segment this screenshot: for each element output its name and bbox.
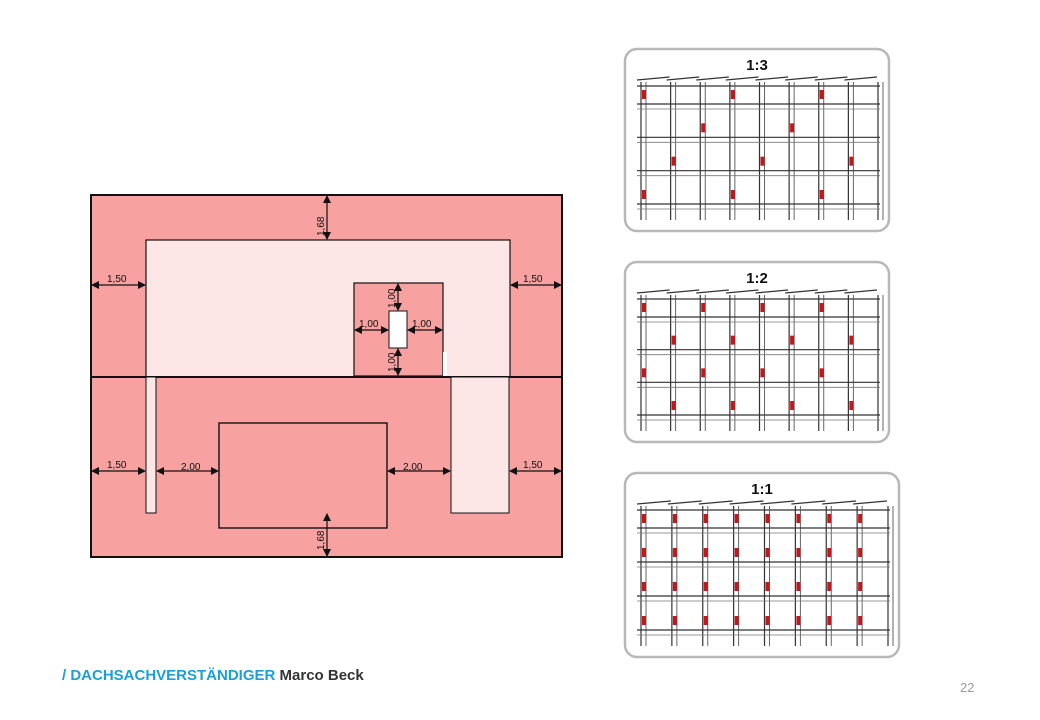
fastener-panel-1-2: 1:2 — [623, 260, 891, 444]
fastener-mark — [765, 616, 770, 625]
fastener-mark — [796, 582, 801, 591]
fastener-mark — [642, 90, 646, 99]
fastener-panel-1-3: 1:3 — [623, 47, 891, 233]
fastener-mark — [849, 401, 854, 410]
fastener-mark — [730, 90, 735, 99]
fastener-mark — [858, 616, 863, 625]
fastener-mark — [765, 514, 770, 523]
fastener-mark — [703, 616, 708, 625]
fastener-mark — [819, 303, 824, 312]
fastener-mark — [819, 190, 824, 199]
fastener-mark — [642, 582, 646, 591]
ratio-label: 1:2 — [746, 270, 768, 287]
fastener-mark — [642, 514, 646, 523]
fastener-mark — [672, 582, 677, 591]
lower-center-zone — [218, 422, 388, 529]
fastener-mark — [849, 335, 854, 345]
footer-author: Marco Beck — [279, 667, 364, 684]
fastener-mark — [703, 514, 708, 523]
fastener-mark — [730, 401, 735, 410]
fastener-mark — [827, 616, 832, 625]
dim-opening-left: 1,00 — [359, 319, 379, 330]
dim-top: 1,68 — [316, 216, 327, 236]
fastener-mark — [701, 303, 706, 312]
roof-opening — [388, 310, 408, 349]
dim-lower-left-gap: 2,00 — [181, 462, 201, 473]
fastener-mark — [734, 514, 739, 523]
dim-left-lower: 1,50 — [107, 460, 127, 471]
fastener-mark — [819, 368, 824, 378]
fastener-mark — [760, 303, 765, 312]
fastener-mark — [819, 90, 824, 99]
footer-brand: / DACHSACHVERSTÄNDIGER — [62, 667, 276, 684]
upper-inner-zone — [145, 239, 511, 378]
dim-opening-bottom: 1,00 — [387, 352, 398, 372]
dim-opening-right: 1,00 — [412, 319, 432, 330]
fastener-mark — [765, 582, 770, 591]
fastener-mark — [642, 303, 646, 312]
fastener-mark — [827, 548, 832, 557]
fastener-mark — [671, 401, 676, 410]
fastener-mark — [796, 514, 801, 523]
fastener-mark — [734, 548, 739, 557]
fastener-mark — [734, 616, 739, 625]
fastener-mark — [730, 335, 735, 345]
fastener-mark — [858, 548, 863, 557]
fastener-mark — [849, 156, 854, 166]
fastener-mark — [734, 582, 739, 591]
fastener-mark — [642, 616, 646, 625]
fastener-mark — [790, 335, 795, 345]
fastener-mark — [827, 514, 832, 523]
fastener-mark — [672, 616, 677, 625]
footer-credit: / DACHSACHVERSTÄNDIGER Marco Beck — [62, 667, 364, 684]
dim-opening-top: 1,00 — [387, 288, 398, 308]
dim-lower-right-gap: 2,00 — [403, 462, 423, 473]
fastener-mark — [858, 514, 863, 523]
fastener-mark — [642, 368, 646, 378]
page-number: 22 — [960, 680, 975, 695]
fastener-mark — [701, 123, 706, 133]
fastener-mark — [672, 514, 677, 523]
fastener-mark — [765, 548, 770, 557]
lower-right-zone — [450, 376, 510, 514]
fastener-mark — [703, 548, 708, 557]
dim-left-upper: 1,50 — [107, 274, 127, 285]
fastener-panel-1-1: 1:1 — [623, 471, 901, 659]
fastener-mark — [642, 548, 646, 557]
fastener-mark — [790, 123, 795, 133]
ratio-label: 1:3 — [746, 57, 768, 74]
roof-zone-plan: 1,68 1,50 1,50 1,00 1,00 1,00 1,00 1,50 … — [90, 194, 563, 558]
fastener-mark — [790, 401, 795, 410]
dim-right-upper: 1,50 — [523, 274, 543, 285]
fastener-mark — [796, 548, 801, 557]
fastener-mark — [703, 582, 708, 591]
lower-left-strip — [145, 376, 157, 514]
fastener-mark — [672, 548, 677, 557]
fastener-mark — [730, 190, 735, 199]
dim-right-lower: 1,50 — [523, 460, 543, 471]
fastener-mark — [671, 335, 676, 345]
fastener-mark — [671, 156, 676, 166]
fastener-mark — [760, 156, 765, 166]
dim-bottom: 1,68 — [316, 530, 327, 550]
fastener-mark — [760, 368, 765, 378]
fastener-mark — [858, 582, 863, 591]
fastener-mark — [642, 190, 646, 199]
fastener-mark — [796, 616, 801, 625]
ratio-label: 1:1 — [751, 481, 773, 498]
fastener-mark — [827, 582, 832, 591]
fastener-mark — [701, 368, 706, 378]
